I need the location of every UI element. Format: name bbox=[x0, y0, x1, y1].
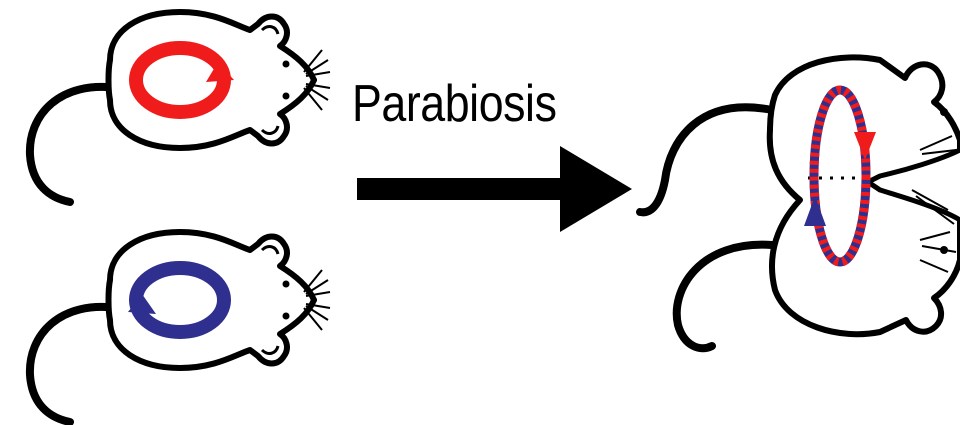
mouse-bottom bbox=[30, 232, 330, 422]
parabiosis-pair bbox=[640, 57, 960, 348]
mouse-top bbox=[30, 12, 330, 202]
right-arrow-icon bbox=[357, 146, 632, 232]
parabiosis-label: Parabiosis bbox=[352, 74, 557, 134]
